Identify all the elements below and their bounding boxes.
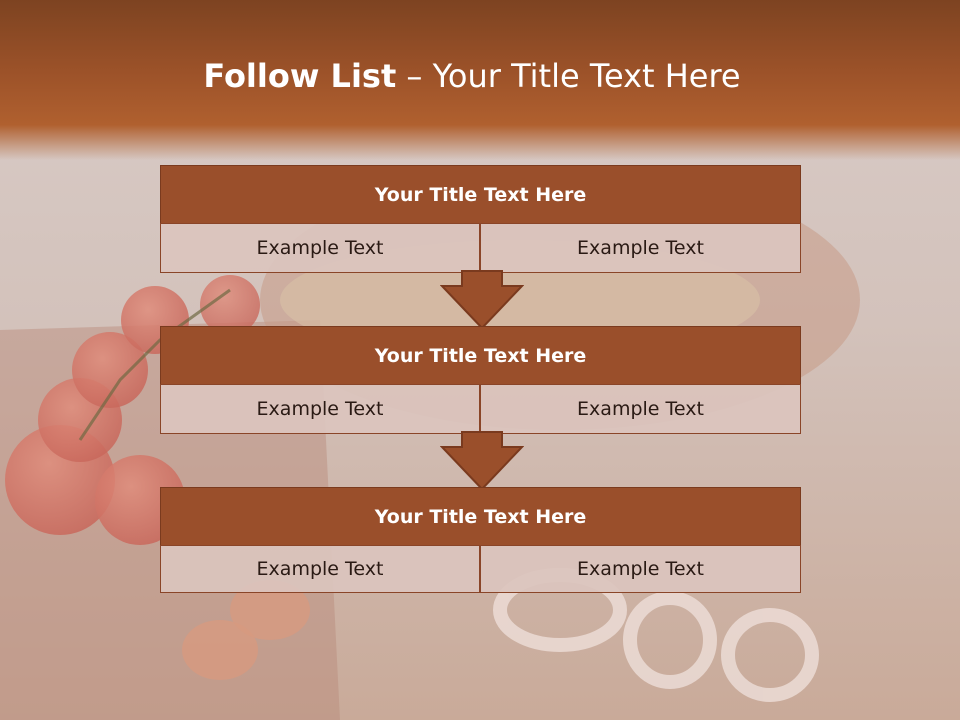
block-cell-right: Example Text — [480, 384, 801, 434]
block-cell-left: Example Text — [160, 384, 480, 434]
slide-title-bold: Follow List — [203, 57, 397, 95]
carrots-illustration — [182, 580, 310, 680]
block-title: Your Title Text Here — [160, 487, 801, 546]
block-title: Your Title Text Here — [160, 326, 801, 385]
slide-title-rest: – Your Title Text Here — [406, 57, 741, 95]
block-cell-left: Example Text — [160, 545, 480, 593]
title-band — [0, 0, 960, 160]
down-arrow-icon — [440, 270, 524, 330]
block-cell-right: Example Text — [480, 223, 801, 273]
block-cell-left: Example Text — [160, 223, 480, 273]
down-arrow-icon — [440, 431, 524, 491]
block-title: Your Title Text Here — [160, 165, 801, 224]
block-cell-right: Example Text — [480, 545, 801, 593]
slide-title: Follow List – Your Title Text Here — [0, 56, 944, 96]
